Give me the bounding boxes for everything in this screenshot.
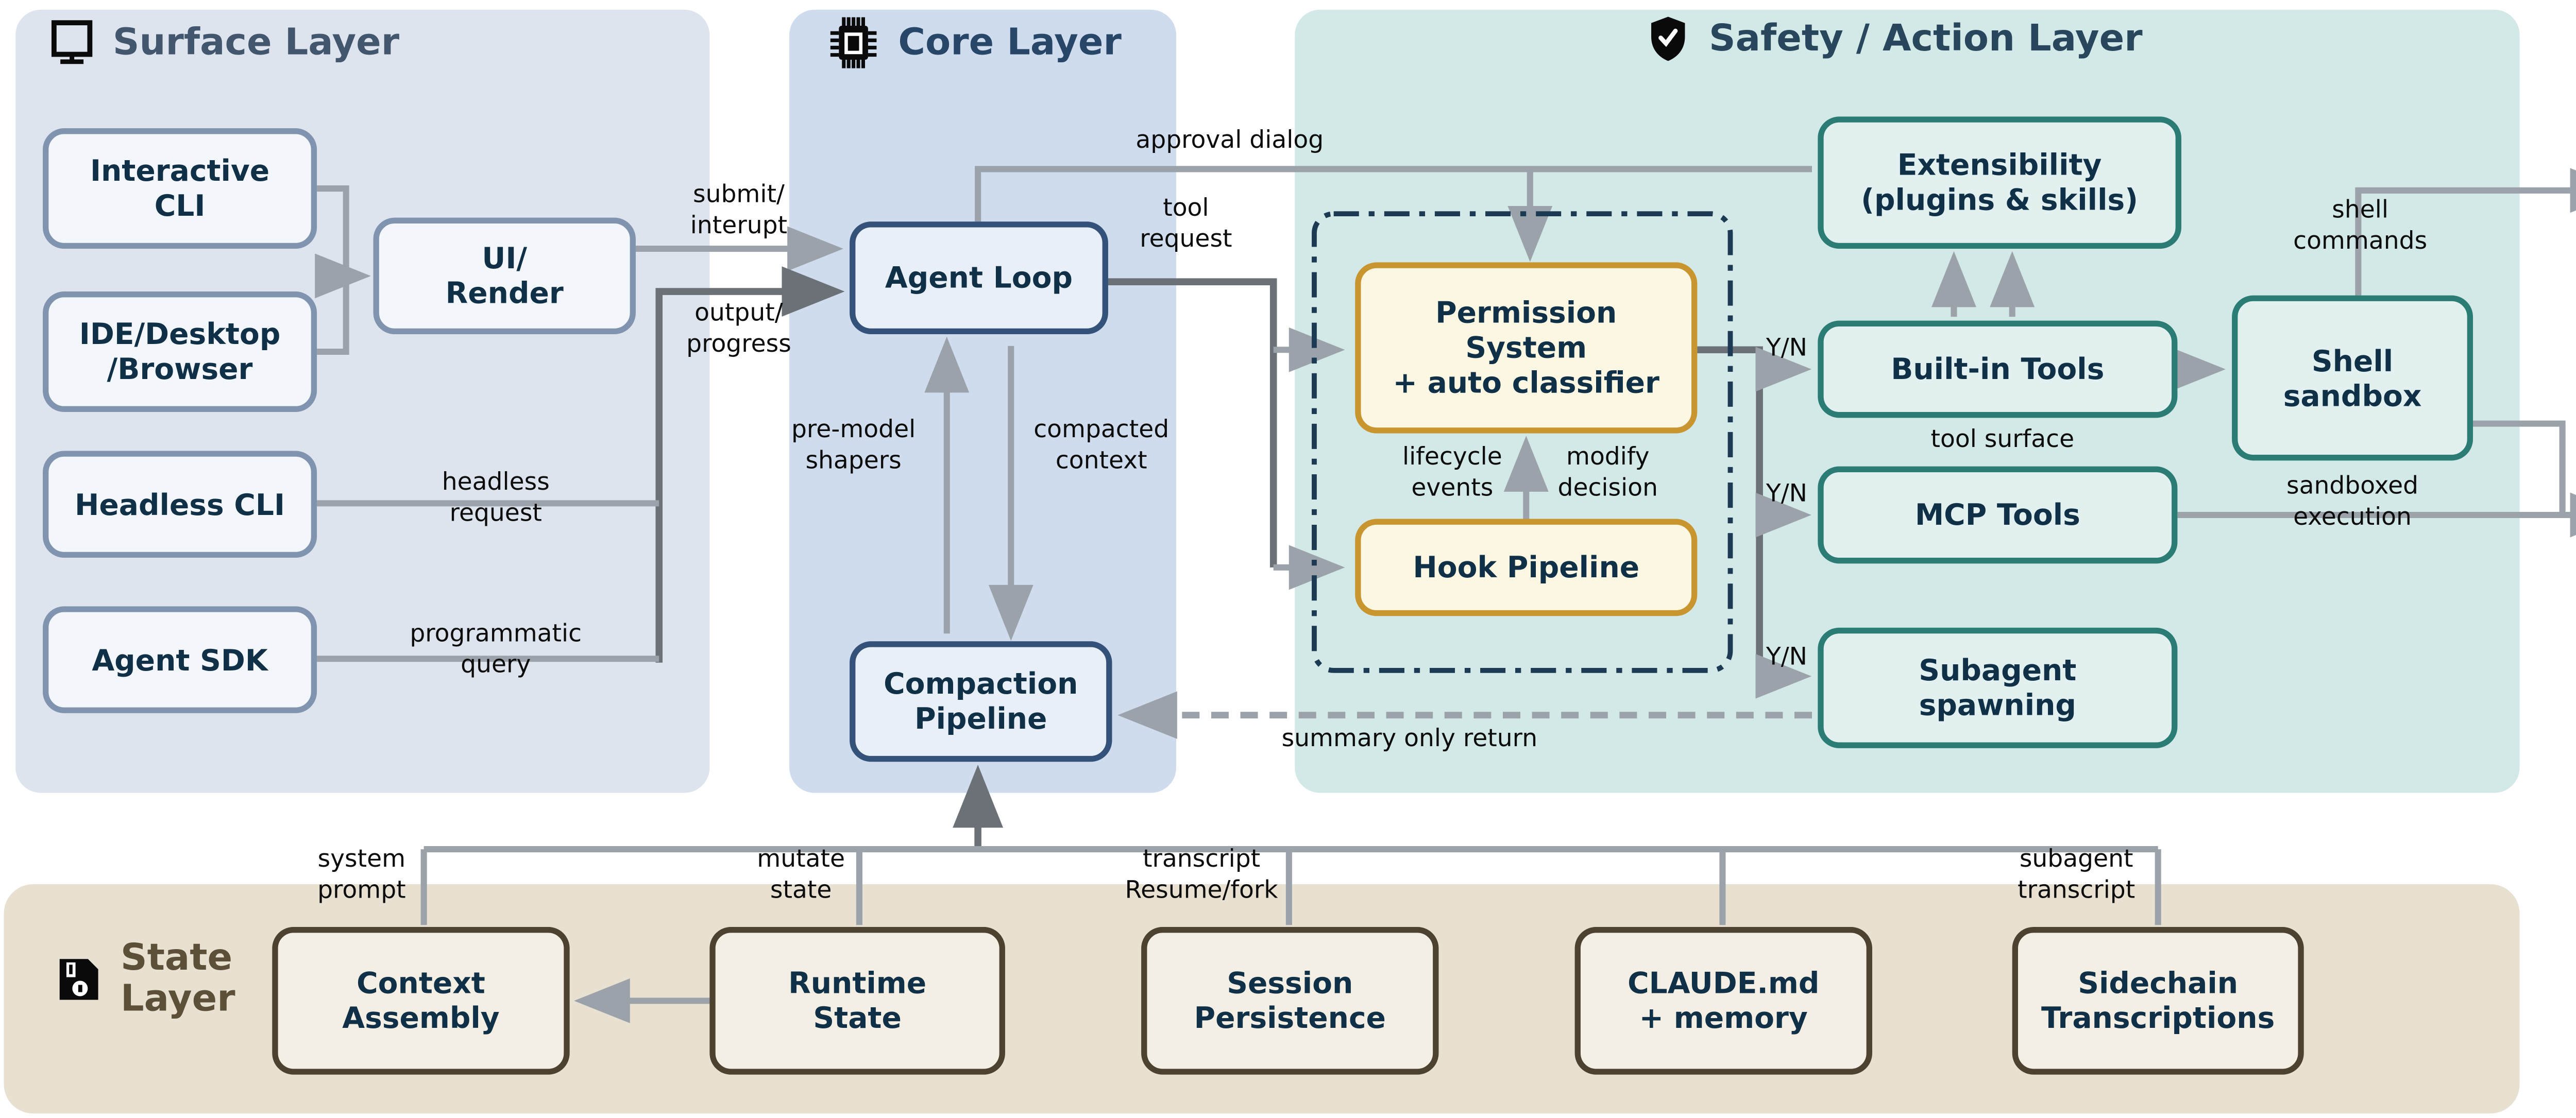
box-mcp-tools: MCP Tools [1818,466,2178,564]
box-interactive-cli: Interactive CLI [43,128,317,249]
box-shell-sandbox: Shell sandbox [2232,295,2473,461]
edge-label-subagent-transcript: subagent transcript [2018,843,2136,903]
box-ui-render: UI/ Render [373,217,636,335]
edge-label-programmatic-query: programmatic query [410,618,582,678]
surface-layer-title: Surface Layer [112,20,400,63]
edge-label-tool-surface: tool surface [1930,423,2075,453]
edge-label-sandboxed-execution: sandboxed execution [2286,470,2419,530]
edge-label-system-prompt: system prompt [317,843,406,903]
box-compaction-pipeline: Compaction Pipeline [850,641,1112,762]
safety-layer-header: Safety / Action Layer [1643,13,2143,64]
box-extensibility: Extensibility (plugins & skills) [1818,116,2181,249]
box-claude-md-memory: CLAUDE.md + memory [1574,927,1872,1075]
edge-label-compacted-context: compacted context [1033,414,1170,473]
edge-label-mutate-state: mutate state [757,843,845,903]
box-agent-loop: Agent Loop [850,221,1108,335]
edge-label-summary-only-return: summary only return [1281,723,1538,752]
edge-label-output-progress: output/ progress [686,297,791,357]
edge-label-lifecycle-events: lifecycle events [1402,441,1502,501]
box-headless-cli: Headless CLI [43,451,317,558]
box-subagent-spawning: Subagent spawning [1818,627,2178,748]
shield-check-icon [1643,13,1693,64]
core-layer-title: Core Layer [898,20,1122,63]
chip-icon [824,13,883,72]
monitor-icon [47,18,97,68]
edge-label-submit-interrupt: submit/ interupt [690,179,788,238]
box-permission-system: Permission System + auto classifier [1355,262,1698,434]
box-hook-pipeline: Hook Pipeline [1355,519,1698,616]
edge-label-yn-mcp: Y/N [1766,478,1807,507]
edge-label-shell-commands: shell commands [2293,194,2428,254]
edge-label-yn-subagent: Y/N [1766,641,1807,670]
safety-layer-title: Safety / Action Layer [1708,16,2143,60]
box-ide-desktop-browser: IDE/Desktop /Browser [43,291,317,412]
box-built-in-tools: Built-in Tools [1818,320,2178,418]
edge-label-transcript-resume-fork: transcript Resume/fork [1125,843,1278,903]
box-runtime-state: Runtime State [709,927,1005,1075]
edge-label-headless-request: headless request [442,466,550,526]
box-context-assembly: Context Assembly [272,927,570,1075]
surface-layer-header: Surface Layer [47,18,400,68]
floppy-disk-icon [50,952,105,1007]
core-layer-header: Core Layer [824,13,1122,72]
box-sidechain-transcriptions: Sidechain Transcriptions [2012,927,2304,1075]
edge-label-approval-dialog: approval dialog [1136,124,1324,154]
edge-label-yn-builtin: Y/N [1766,332,1807,362]
state-layer-header: State Layer [50,936,235,1021]
box-session-persistence: Session Persistence [1141,927,1439,1075]
box-agent-sdk: Agent SDK [43,606,317,713]
state-layer-title: State Layer [120,936,235,1021]
edge-label-tool-request: tool request [1140,192,1232,252]
edge-label-modify-decision: modify decision [1557,441,1658,501]
edge-label-pre-model-shapers: pre-model shapers [791,414,916,473]
